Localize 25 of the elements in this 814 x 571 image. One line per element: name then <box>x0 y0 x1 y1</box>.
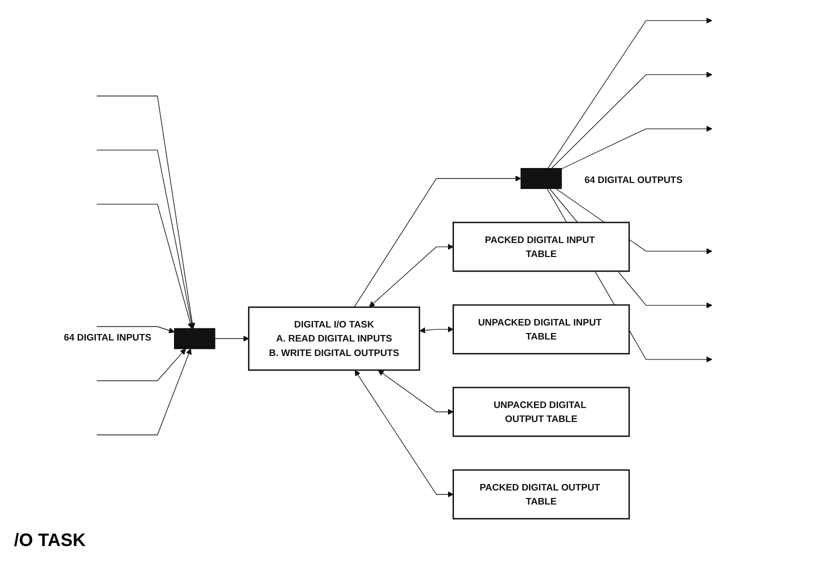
arrow <box>561 126 712 170</box>
process-box: UNPACKED DIGITAL OUTPUT TABLE <box>452 387 630 438</box>
arrow <box>354 176 522 308</box>
process-box: PACKED DIGITAL OUTPUT TABLE <box>452 470 630 520</box>
arrow <box>96 96 196 330</box>
double-arrow <box>378 370 454 416</box>
bus-label: 64 DIGITAL INPUTS <box>64 332 152 343</box>
process-box: PACKED DIGITAL INPUT TABLE <box>452 222 630 272</box>
arrow <box>96 348 186 382</box>
bus-bar <box>520 168 562 190</box>
arrow <box>96 204 194 330</box>
double-arrow <box>354 370 454 498</box>
arrow <box>96 326 175 334</box>
double-arrow <box>369 244 454 308</box>
bus-label: 64 DIGITAL OUTPUTS <box>584 174 683 186</box>
process-box: UNPACKED DIGITAL INPUT TABLE <box>452 304 630 355</box>
arrow <box>214 336 250 342</box>
arrow <box>96 348 192 436</box>
arrow <box>96 150 194 330</box>
arrow <box>548 18 712 170</box>
caption-text: /O TASK <box>14 530 87 551</box>
double-arrow <box>419 326 454 334</box>
process-box: DIGITAL I/O TASK A. READ DIGITAL INPUTS B. WRITE DIGITAL OUTPUTS <box>248 306 420 372</box>
bus-bar <box>174 328 216 350</box>
arrow <box>551 72 712 170</box>
